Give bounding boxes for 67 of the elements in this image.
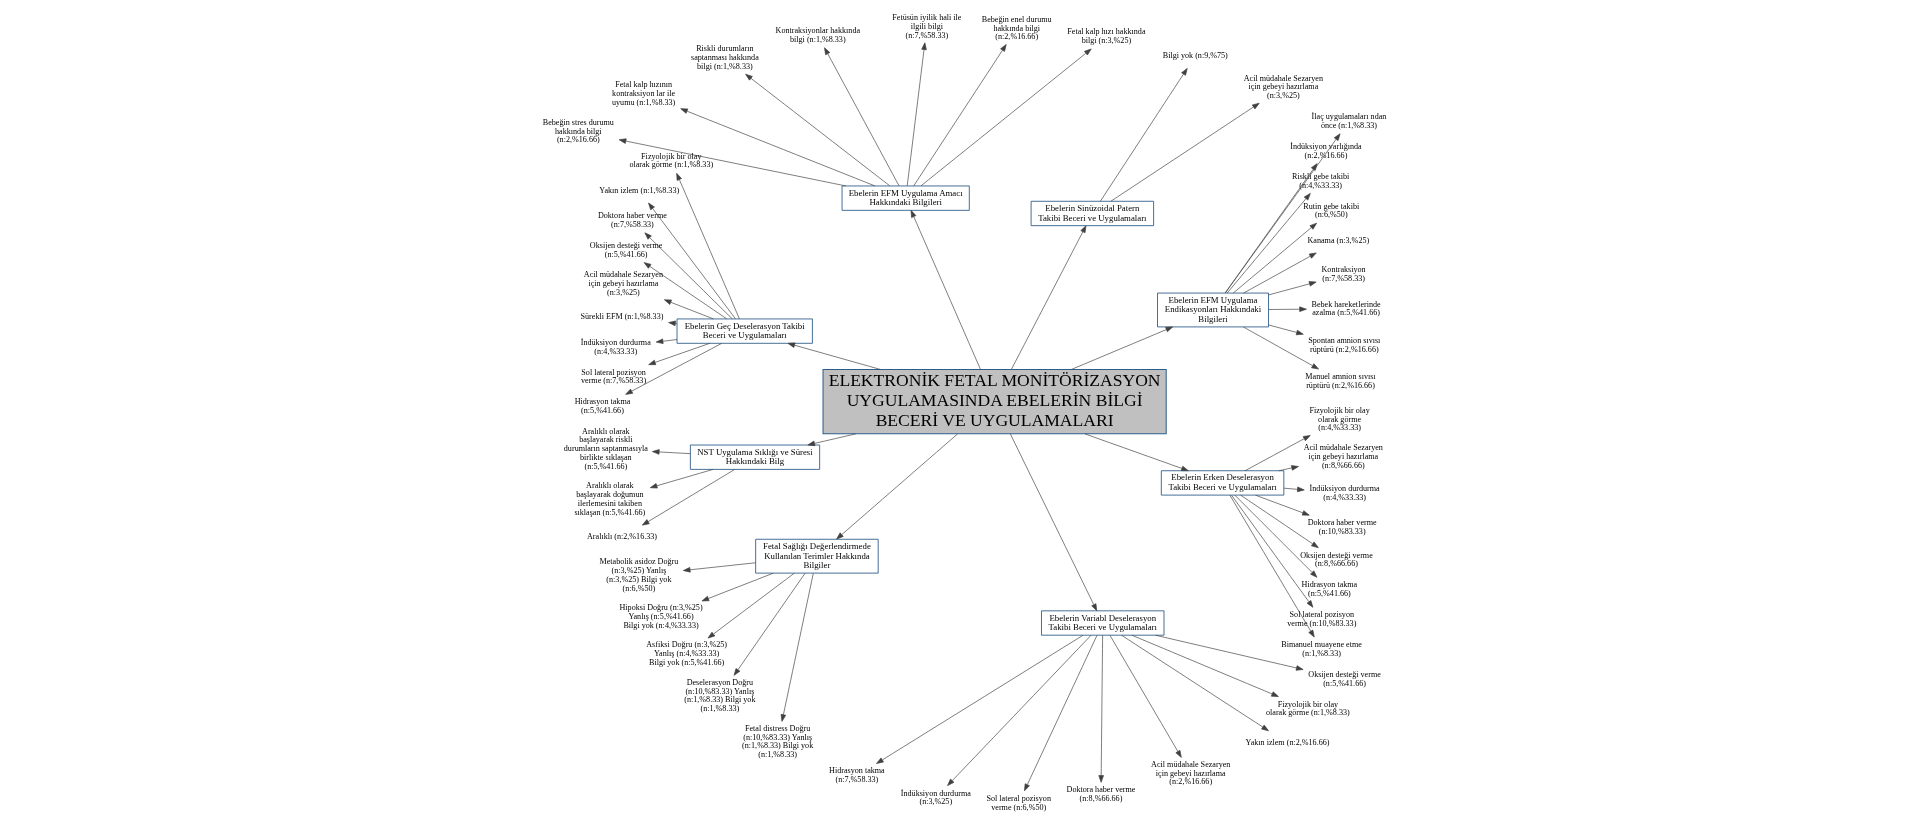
- arrow: [920, 48, 1092, 187]
- arrow: [1023, 635, 1097, 792]
- node-box: Ebelerin EFM Uygulama Amacı Hakkındaki Bilgileri: [841, 185, 970, 211]
- arrow: [1267, 306, 1307, 312]
- arrow: [1283, 486, 1305, 493]
- arrow: [1239, 494, 1319, 548]
- arrow: [1226, 193, 1311, 294]
- arrow: [1010, 225, 1086, 370]
- node-box: NST Uygulama Sıklığı ve Süresi Hakkındaki Bilg: [689, 444, 820, 470]
- arrow: [1267, 281, 1316, 296]
- arrow: [647, 343, 710, 365]
- arrow: [707, 572, 795, 639]
- arrow: [1229, 494, 1315, 638]
- arrow: [1230, 494, 1313, 608]
- arrow: [1009, 433, 1097, 612]
- arrow: [1232, 222, 1317, 294]
- arrow: [875, 634, 1083, 764]
- arrow: [1120, 634, 1269, 732]
- arrow: [655, 338, 677, 344]
- arrow: [1154, 634, 1303, 671]
- arrow: [643, 262, 727, 320]
- arrow: [744, 73, 890, 187]
- arrow: [787, 342, 881, 370]
- node-box: Ebelerin Sinüzoidal Patern Takibi Beceri ve Uygulamaları: [1030, 200, 1154, 227]
- arrow: [1070, 326, 1173, 370]
- arrow: [618, 138, 846, 187]
- arrow: [667, 320, 677, 326]
- arrow: [701, 572, 774, 602]
- arrow: [912, 44, 1007, 187]
- arrow: [807, 433, 856, 447]
- arrow: [1234, 494, 1317, 578]
- arrow: [641, 469, 735, 526]
- arrow: [1110, 102, 1260, 202]
- arrow: [1084, 433, 1189, 472]
- arrow: [624, 343, 722, 395]
- arrow: [780, 573, 814, 722]
- arrow: [682, 562, 756, 573]
- arrow: [910, 210, 981, 370]
- arrow: [823, 47, 899, 187]
- arrow: [946, 634, 1091, 786]
- arrow: [663, 299, 714, 320]
- arrow: [675, 172, 740, 320]
- arrow: [1242, 252, 1317, 294]
- arrow: [1267, 324, 1304, 336]
- arrow: [651, 449, 691, 455]
- arrow: [1242, 326, 1319, 370]
- node-box: ELEKTRONİK FETAL MONİTÖRİZASYON UYGULAMASINDA EBELERİN BİLGİ BECERİ VE UYGULAMALARI: [822, 369, 1167, 435]
- arrow: [1097, 635, 1104, 783]
- arrow: [1224, 163, 1317, 294]
- arrow: [1131, 634, 1279, 697]
- arrow: [1109, 635, 1182, 758]
- node-box: Fetal Sağlığı Değerlendirmede Kullanılan Terimler Hakkında Bilgiler: [754, 538, 879, 574]
- arrow: [644, 232, 733, 320]
- arrow: [679, 108, 875, 187]
- node-box: Ebelerin Erken Deselerasyon Takibi Beceri ve Uygulamaları: [1160, 470, 1284, 496]
- arrow: [835, 433, 958, 540]
- arrow: [1224, 133, 1340, 294]
- node-box: Ebelerin Variabl Deselerasyon Takibi Beceri ve Uygulamaları: [1040, 610, 1164, 636]
- arrow: [906, 42, 927, 187]
- arrow: [1099, 68, 1188, 202]
- node-box: Ebelerin EFM Uygulama Endikasyonları Hakkındaki Bilgileri: [1156, 292, 1269, 328]
- arrow: [1244, 435, 1311, 472]
- arrow: [649, 469, 713, 489]
- arrow: [1278, 465, 1299, 472]
- arrow: [647, 202, 736, 320]
- arrow: [733, 572, 805, 676]
- arrow: [1254, 494, 1310, 516]
